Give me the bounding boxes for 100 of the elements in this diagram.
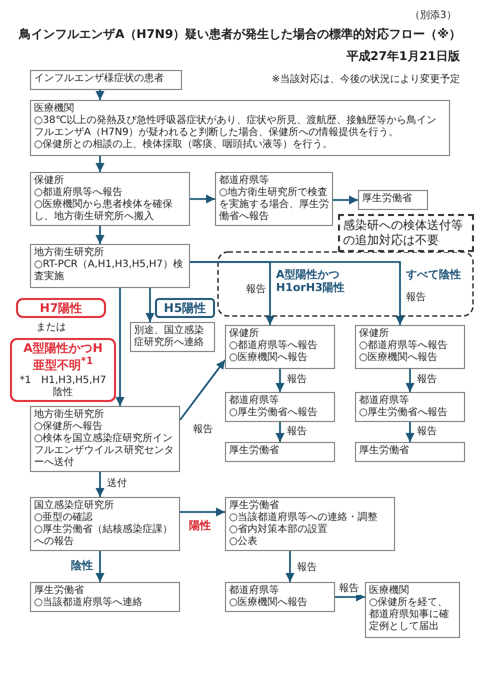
arrow [286, 551, 294, 582]
note-text: または [36, 322, 66, 334]
arrow [96, 226, 104, 244]
box-text: ○都道府県等へ報告 [229, 340, 319, 352]
box-heading: 厚生労働省 [34, 585, 85, 596]
box-heading: 国立感染症研究所 [34, 500, 115, 512]
box-text: ○RT-PCR（A,H1,H3,H5,H7）検査実施 [34, 259, 184, 283]
arrow [96, 90, 104, 100]
edge-label: 報告 [416, 374, 438, 386]
footnote: *1 H1,H3,H5,H7陰性 [18, 375, 108, 399]
box-heading: 厚生労働省 [229, 500, 280, 512]
arrow [276, 422, 284, 442]
edge-label: 報告 [405, 292, 427, 304]
process-box [130, 322, 215, 352]
process-box [365, 582, 460, 638]
box-text: 厚生労働省 [362, 193, 413, 205]
box-text: ○亜型の確認 [34, 512, 94, 524]
process-box [225, 497, 395, 551]
box-text: 感染研への検体送付等の追加対応は不要 [343, 218, 464, 248]
note-text: 平成27年1月21日版 [346, 48, 460, 64]
note-text: すべて陰性 [406, 268, 461, 281]
arrow [406, 422, 414, 442]
box-text: 別途、国立感染症研究所へ連絡 [134, 325, 205, 349]
box-heading: 地方衛生研究所 [34, 409, 105, 420]
edge-label: 陽性 [188, 520, 212, 532]
process-box [30, 100, 450, 156]
box-text: H5陽性 [164, 302, 206, 314]
edge-label: 送付 [106, 478, 128, 490]
note-text: ※当該対応は、今後の状況により変更予定 [272, 74, 460, 86]
box-text: 厚生労働省 [229, 445, 280, 457]
process-box [30, 497, 180, 551]
box-text: ○省内対策本部の設置 [229, 524, 329, 536]
box-heading: 医療機関 [34, 103, 75, 114]
process-box [30, 172, 190, 226]
note-text: A型陽性かつH1orH3陽性 [276, 268, 346, 294]
edge-label: 報告 [416, 426, 438, 438]
arrow [335, 592, 365, 602]
arrow [146, 288, 154, 322]
box-text: ○地方衛生研究所で検査を実施する場合、厚生労働省へ報告 [219, 187, 329, 223]
process-box [225, 325, 335, 369]
box-heading: 都道府県等 [229, 395, 280, 406]
box-text: ○保健所を経て、都道府県知事に確定例として届出 [369, 597, 450, 633]
process-box [358, 190, 428, 210]
condition-box [16, 298, 106, 318]
box-heading: 都道府県等 [359, 395, 410, 406]
process-box [355, 442, 465, 462]
edge-label: 報告 [338, 583, 360, 595]
arrow [96, 156, 104, 172]
arrow [116, 288, 124, 406]
condition-box [10, 338, 116, 402]
process-box [30, 244, 190, 288]
box-text: ○医療機関へ報告 [359, 352, 439, 364]
box-text: ○都道府県等へ報告 [34, 187, 124, 198]
box-text: ○医療機関から患者検体を確保し、地方衛生研究所へ搬入 [34, 199, 174, 223]
edge-label: 報告 [286, 426, 308, 438]
note-text: （別添3） [410, 10, 456, 22]
arrow [276, 369, 284, 392]
box-text: ○当該都道府県等への連絡・調整 [229, 512, 379, 524]
edge-label: 報告 [245, 284, 267, 296]
box-heading: 地方衛生研究所 [34, 247, 105, 259]
box-text: ○検体を国立感染症研究所インフルエンザウイルス研究センターへ送付 [34, 433, 175, 469]
box-text: ○保健所との相談の上、検体採取（喀痰、咽頭拭い液等）を行う。 [34, 139, 334, 151]
process-box [30, 406, 180, 472]
box-text: ○当該都道府県等へ連絡 [34, 597, 144, 609]
note-box [338, 214, 474, 252]
arrow [96, 551, 104, 582]
diagram-title: 鳥インフルエンザA（H7N9）疑い患者が発生した場合の標準的対応フロー（※） [18, 26, 462, 42]
process-box [215, 172, 333, 226]
box-heading: 保健所 [359, 328, 390, 340]
condition-box [155, 298, 215, 318]
arrow [96, 472, 104, 497]
box-text: ○38℃以上の発熱及び急性呼吸器症状があり、症状や所見、渡航歴、接触歴等から鳥インフルエンザA（H7N9）が疑われると判断した場合、保健所への情報提供を行う。 [34, 115, 438, 138]
box-text: H7陽性 [40, 301, 82, 315]
box-heading: 都道府県等 [219, 175, 270, 186]
box-text: 厚生労働省 [359, 445, 410, 457]
arrow [179, 359, 226, 421]
box-heading: 都道府県等 [229, 585, 280, 596]
box-text: ○医療機関へ報告 [229, 597, 309, 609]
arrow [406, 369, 414, 392]
box-heading: 医療機関 [369, 585, 410, 596]
box-text: ○厚生労働省へ報告 [359, 407, 449, 419]
process-box [30, 582, 180, 612]
edge-label: 陰性 [70, 560, 94, 572]
box-text: ○公表 [229, 536, 259, 548]
edge-label: 報告 [296, 562, 318, 574]
arrow [190, 261, 404, 325]
process-box [225, 392, 335, 422]
box-text: ○保健所へ報告 [34, 421, 104, 432]
process-box [225, 582, 335, 612]
arrow [333, 196, 358, 204]
process-box [355, 325, 465, 369]
process-box [30, 70, 182, 90]
process-box [355, 392, 465, 422]
arrow [190, 194, 215, 204]
box-text: ○厚生労働省へ報告 [229, 407, 319, 419]
box-text: ○都道府県等へ報告 [359, 340, 449, 352]
box-heading: 保健所 [34, 175, 65, 186]
process-box [225, 442, 335, 462]
box-text: ○医療機関へ報告 [229, 352, 309, 364]
box-text: A型陽性かつH亜型不明$^{*1}$ [23, 341, 103, 372]
